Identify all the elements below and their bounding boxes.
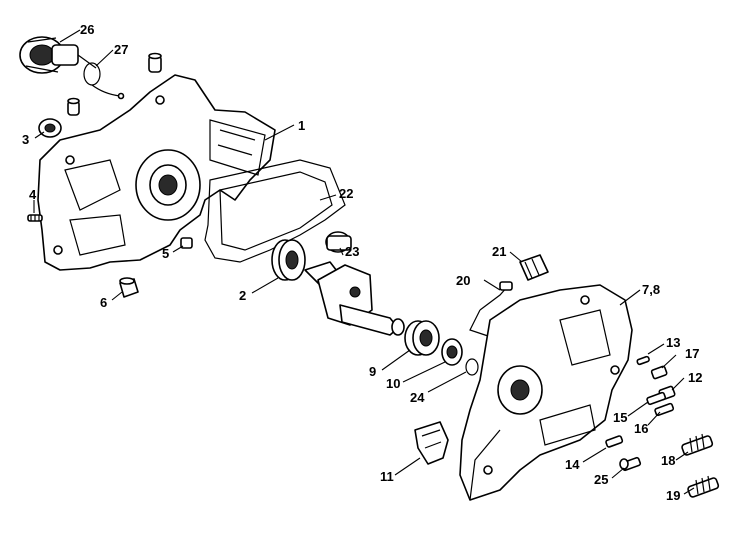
callout-24: 24: [410, 390, 425, 405]
callout-27: 27: [114, 42, 128, 57]
part-2-ball-bearing: [271, 239, 306, 281]
callout-2: 2: [239, 288, 246, 303]
callout-22: 22: [339, 186, 353, 201]
callout-4: 4: [29, 187, 37, 202]
part-21-sleeve: [519, 254, 549, 281]
part-19-stud: [687, 475, 720, 498]
callout-14: 14: [565, 457, 580, 472]
callout-13: 13: [666, 335, 680, 350]
callout-12: 12: [688, 370, 702, 385]
leader-lines: [33, 29, 695, 495]
callout-17: 17: [685, 346, 699, 361]
callout-18: 18: [661, 453, 675, 468]
part-14-screw: [605, 435, 624, 448]
plug-mid: [67, 97, 80, 116]
callout-20: 20: [456, 273, 470, 288]
part-18-stud: [681, 433, 714, 456]
callout-labels: 26 27 3 4 1 22 5 23 6 2 21 20 7,8 9 10 2…: [22, 22, 702, 503]
callout-21: 21: [492, 244, 506, 259]
callout-19: 19: [666, 488, 680, 503]
callout-15: 15: [613, 410, 627, 425]
part-13-screw: [636, 355, 650, 366]
callout-9: 9: [369, 364, 376, 379]
callout-23: 23: [345, 244, 359, 259]
part-24-circlip: [465, 358, 479, 376]
callout-7-8: 7,8: [642, 282, 660, 297]
part-27-o-ring: [83, 62, 125, 100]
callout-11: 11: [380, 469, 394, 484]
part-4-screw: [27, 214, 43, 222]
part-15-pin: [646, 391, 667, 406]
callout-3: 3: [22, 132, 29, 147]
part-25-screw: [619, 456, 642, 472]
part-11-bracket: [414, 421, 449, 465]
callout-26: 26: [80, 22, 94, 37]
part-16-pin: [654, 402, 675, 417]
plug-top: [148, 52, 162, 73]
callout-1: 1: [298, 118, 305, 133]
part-3-oil-seal: [38, 118, 62, 138]
part-23-crankshaft: [304, 231, 405, 336]
callout-5: 5: [162, 246, 169, 261]
callout-10: 10: [386, 376, 400, 391]
callout-6: 6: [100, 295, 107, 310]
part-20-lever: [469, 281, 513, 337]
part-1-crankcase: [37, 74, 276, 271]
part-6-plug: [119, 277, 139, 298]
callout-25: 25: [594, 472, 608, 487]
part-17-plug: [650, 365, 668, 380]
part-7-8-crankcase: [459, 284, 633, 501]
part-10-oil-seal: [441, 338, 463, 366]
part-26-oil-pump: [19, 36, 97, 74]
callout-16: 16: [634, 421, 648, 436]
part-22-gasket: [204, 159, 346, 263]
part-5-sleeve: [180, 237, 193, 249]
part-9-ball-bearing: [404, 320, 440, 356]
